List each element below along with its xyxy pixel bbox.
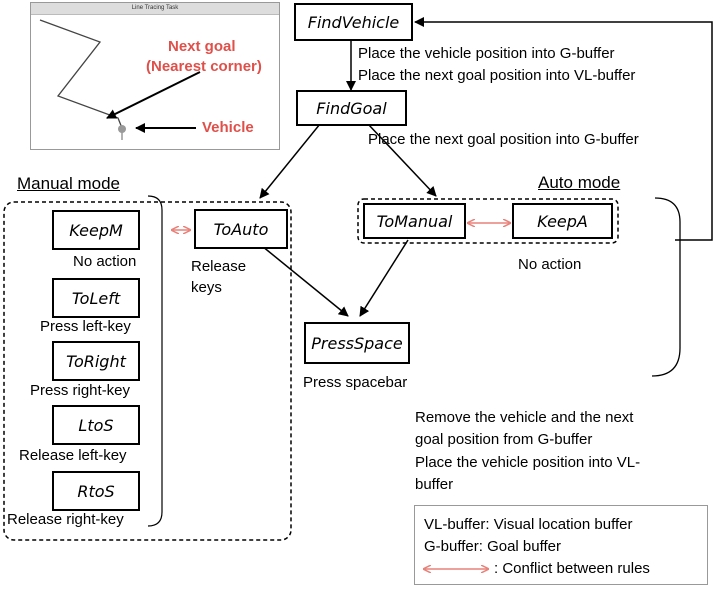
keepm-note: No action bbox=[73, 253, 137, 270]
legend-conflict: : Conflict between rules bbox=[494, 560, 650, 577]
screenshot-title: Line Tracing Task bbox=[31, 3, 279, 15]
legend-vl-buffer: VL-buffer: Visual location buffer bbox=[424, 516, 633, 533]
keepa-note: No action bbox=[518, 256, 582, 273]
find-goal-node: FindGoal bbox=[296, 90, 407, 126]
auto-mode-label: Auto mode bbox=[538, 173, 621, 192]
manual-mode-group bbox=[3, 201, 292, 541]
pressspace-note: Press spacebar bbox=[303, 374, 408, 391]
nearest-corner-label: (Nearest corner) bbox=[146, 58, 262, 75]
find-vehicle-note-1: Place the vehicle position into G-buffer bbox=[358, 45, 615, 62]
rtos-node: RtoS bbox=[52, 471, 140, 511]
find-vehicle-note-2: Place the next goal position into VL-buf… bbox=[358, 67, 636, 84]
keepa-node: KeepA bbox=[512, 203, 613, 239]
vehicle-label: Vehicle bbox=[202, 119, 254, 136]
ltos-note: Release left-key bbox=[19, 447, 127, 464]
find-vehicle-node: FindVehicle bbox=[294, 3, 413, 41]
auto-rule-note-1: Remove the vehicle and the next bbox=[415, 409, 634, 426]
auto-rule-note-4: buffer bbox=[415, 476, 454, 493]
keepm-node: KeepM bbox=[52, 210, 140, 250]
next-goal-label: Next goal bbox=[168, 38, 236, 55]
auto-rule-note-2: goal position from G-buffer bbox=[415, 431, 593, 448]
track-line bbox=[39, 19, 126, 140]
next-goal-pointer bbox=[106, 71, 201, 119]
legend-g-buffer: G-buffer: Goal buffer bbox=[424, 538, 562, 555]
tomanual-node: ToManual bbox=[363, 203, 466, 239]
auto-mode-brace bbox=[651, 197, 681, 377]
toauto-note-1: Release bbox=[191, 258, 247, 275]
auto-rule-note-3: Place the vehicle position into VL- bbox=[415, 454, 641, 471]
toauto-node: ToAuto bbox=[194, 209, 288, 249]
toright-node: ToRight bbox=[52, 341, 140, 381]
toright-note: Press right-key bbox=[30, 382, 131, 399]
rtos-note: Release right-key bbox=[7, 511, 124, 528]
legend-box bbox=[414, 505, 708, 585]
pressspace-node: PressSpace bbox=[304, 322, 410, 364]
manual-mode-label: Manual mode bbox=[17, 174, 121, 193]
task-screenshot: Line Tracing Task bbox=[30, 2, 280, 150]
toleft-node: ToLeft bbox=[52, 278, 140, 318]
find-goal-note: Place the next goal position into G-buff… bbox=[368, 131, 639, 148]
manual-mode-brace bbox=[147, 195, 163, 527]
toauto-note-2: keys bbox=[191, 279, 222, 296]
ltos-node: LtoS bbox=[52, 405, 140, 445]
auto-mode-group bbox=[357, 198, 619, 244]
toleft-note: Press left-key bbox=[40, 318, 131, 335]
